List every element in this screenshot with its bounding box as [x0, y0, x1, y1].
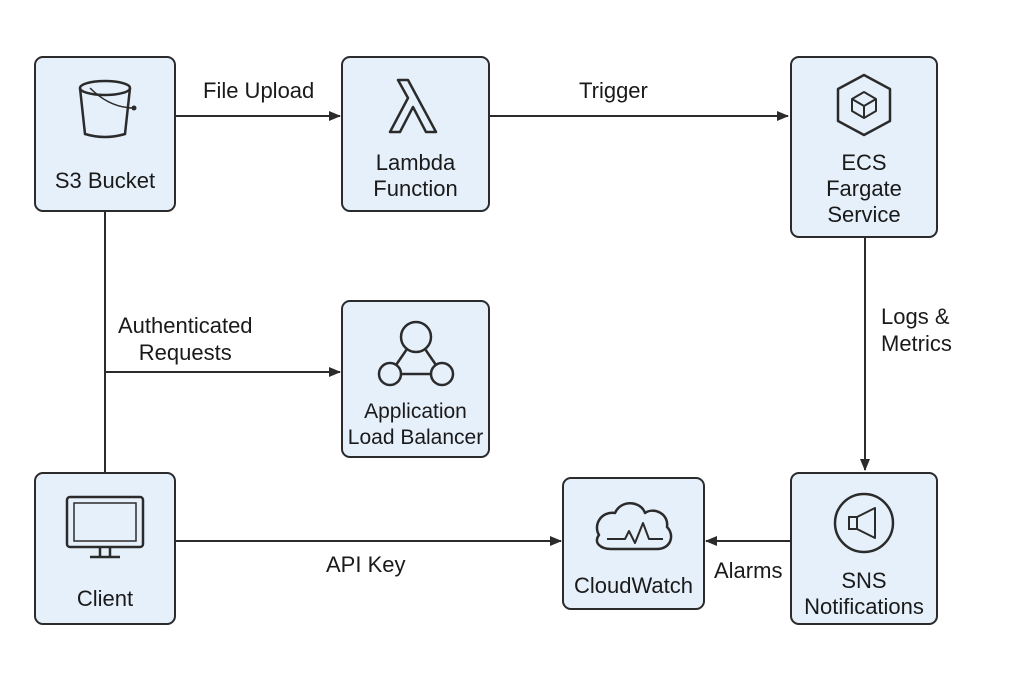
edge-label-api-key: API Key [326, 552, 406, 577]
cloud-metrics-icon [564, 495, 703, 555]
node-label: S3 Bucket [54, 168, 156, 193]
node-label: ECS Fargate Service [826, 150, 902, 227]
lambda-icon [343, 74, 488, 138]
node-lambda-function[interactable]: Lambda Function [341, 56, 490, 212]
bucket-icon [36, 78, 174, 140]
edge-label-authenticated-requests: Authenticated Requests [118, 313, 253, 365]
edge-label-alarms: Alarms [714, 558, 783, 583]
node-application-load-balancer[interactable]: Application Load Balancer [341, 300, 490, 458]
node-sns-notifications[interactable]: SNS Notifications [790, 472, 938, 625]
cube-hexagon-icon [792, 72, 936, 138]
node-label: Client [76, 586, 134, 611]
network-nodes-icon [343, 318, 488, 390]
node-cloudwatch[interactable]: CloudWatch [562, 477, 705, 610]
node-label: Application Load Balancer [347, 400, 484, 449]
node-ecs-fargate-service[interactable]: ECS Fargate Service [790, 56, 938, 238]
node-label: Lambda Function [373, 150, 458, 201]
edge-label-logs-metrics: Logs & Metrics [881, 304, 952, 356]
node-label: SNS Notifications [804, 568, 924, 619]
node-s3-bucket[interactable]: S3 Bucket [34, 56, 176, 212]
edge-label-file-upload: File Upload [203, 78, 315, 103]
megaphone-icon [792, 490, 936, 556]
edge-label-trigger: Trigger [579, 78, 648, 103]
monitor-icon [36, 494, 174, 560]
node-label: CloudWatch [573, 573, 693, 598]
node-client[interactable]: Client [34, 472, 176, 625]
